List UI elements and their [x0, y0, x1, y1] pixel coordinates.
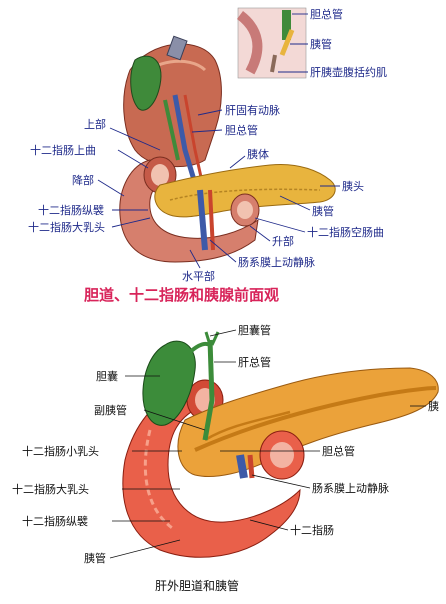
leader-line	[117, 149, 149, 169]
leader-line	[279, 195, 311, 211]
label-duodenum: 十二指肠	[290, 523, 334, 537]
label-gallbladder: 胆囊	[96, 369, 118, 383]
label-major-papilla-bottom: 十二指肠大乳头	[12, 482, 89, 496]
label-descending-part: 降部	[72, 173, 94, 187]
label-minor-papilla: 十二指肠小乳头	[22, 444, 99, 458]
label-horizontal-part: 水平部	[182, 269, 215, 283]
label-common-bile-duct-top: 胆总管	[225, 123, 258, 137]
label-pancreatic-duct-top: 胰管	[312, 204, 334, 218]
leader-line	[197, 109, 223, 116]
label-accessory-pancreatic-duct: 副胰管	[94, 403, 127, 417]
label-superior-mesenteric-vessels-top: 肠系膜上动静脉	[238, 255, 315, 269]
jejunum-bottom-lumen	[270, 442, 294, 468]
label-common-hepatic-duct: 肝总管	[238, 355, 271, 369]
leader-line	[209, 329, 237, 337]
duodenum-folds	[143, 429, 176, 532]
inset-bile-duct	[282, 10, 291, 40]
label-superior-mesenteric-vessels-bottom: 肠系膜上动静脉	[312, 481, 389, 495]
label-pancreatic-duct-bottom: 胰管	[84, 551, 106, 565]
label-common-hepatic-artery: 肝固有动脉	[225, 103, 280, 117]
label-ascending-part: 升部	[272, 234, 294, 248]
sm-vein	[197, 189, 208, 251]
jejunum-lumen	[237, 201, 253, 219]
inset-label-sphincter: 肝胰壶腹括约肌	[310, 65, 387, 79]
label-longitudinal-fold-top: 十二指肠纵襞	[38, 203, 104, 217]
inset-wall	[236, 11, 263, 75]
pancreas-bottom	[177, 367, 439, 478]
inset-label-common-bile-duct: 胆总管	[310, 7, 343, 21]
label-duodenojejunal-flexure: 十二指肠空肠曲	[307, 225, 384, 239]
leader-line	[249, 519, 289, 531]
label-body-of-pancreas: 胰体	[247, 147, 269, 161]
leader-line	[191, 129, 223, 133]
inset-ampulla	[270, 54, 277, 73]
gallbladder-top	[130, 55, 162, 111]
leader-line	[209, 239, 237, 263]
pancreatic-duct-line	[169, 188, 321, 201]
label-cystic-duct: 胆囊管	[238, 323, 271, 337]
inset-label-pancreatic-duct: 胰管	[310, 37, 332, 51]
sm-artery-bottom	[247, 454, 255, 479]
leader-line	[189, 249, 201, 269]
vessel-stump	[166, 35, 188, 61]
top-diagram-title: 胆道、十二指肠和胰腺前面观	[84, 286, 279, 304]
label-head-of-pancreas: 胰头	[342, 179, 364, 193]
sm-vein-bottom	[236, 454, 248, 479]
duodenum-bottom	[122, 384, 301, 558]
leader-line	[229, 155, 246, 169]
leader-line	[249, 225, 271, 242]
label-common-bile-duct-bottom: 胆总管	[322, 444, 355, 458]
main-pancreatic-duct	[194, 386, 437, 452]
leader-line	[109, 127, 161, 151]
bile-duct-top	[163, 99, 180, 161]
leader-line	[143, 409, 206, 431]
common-bile-duct-bottom	[202, 339, 215, 441]
label-pancreas: 胰	[428, 399, 439, 413]
label-longitudinal-fold-bottom: 十二指肠纵襞	[22, 514, 88, 528]
inset-panel	[236, 7, 307, 79]
bottom-diagram-title: 肝外胆道和胰管	[155, 578, 239, 593]
inset-pancreatic-duct	[279, 29, 295, 56]
leader-line	[97, 179, 125, 197]
accessory-duct-line	[204, 410, 291, 442]
leader-line	[109, 539, 181, 559]
leader-line	[254, 217, 306, 233]
label-superior-flexure: 十二指肠上曲	[30, 143, 96, 157]
label-superior-part: 上部	[84, 117, 106, 131]
sm-artery	[208, 189, 215, 251]
leader-line	[251, 474, 311, 489]
top-anatomy-drawing	[119, 35, 336, 263]
gallbladder-bottom	[142, 340, 196, 426]
label-major-papilla-top: 十二指肠大乳头	[28, 220, 105, 234]
duodenum-lumen	[151, 164, 169, 186]
bottom-anatomy-drawing	[122, 331, 439, 558]
cystic-duct	[188, 341, 212, 354]
leader-line	[111, 217, 151, 228]
